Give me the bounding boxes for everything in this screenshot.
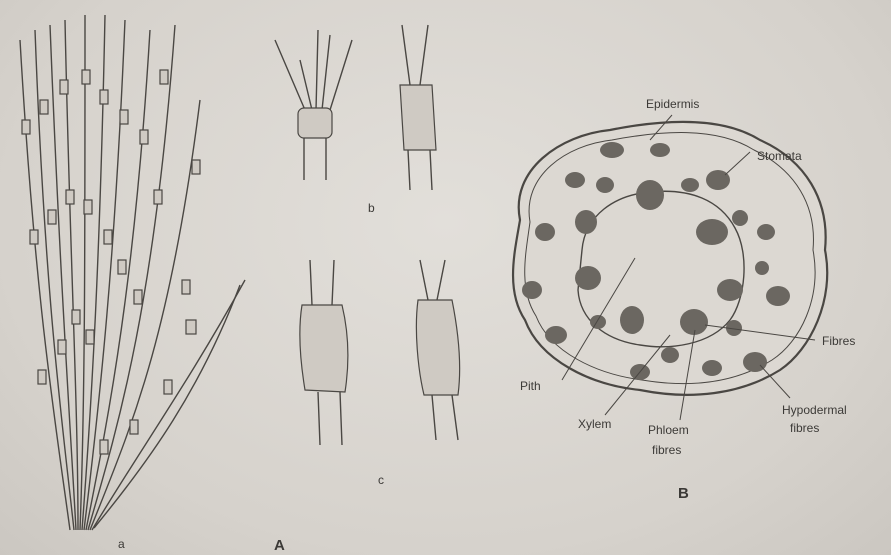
bundle bbox=[717, 279, 743, 301]
node bbox=[100, 90, 108, 104]
sublabel-a: a bbox=[118, 537, 125, 551]
node bbox=[134, 290, 142, 304]
label-pith: Pith bbox=[520, 379, 541, 393]
panel-label-b: B bbox=[678, 485, 689, 502]
node bbox=[38, 370, 46, 384]
node bbox=[48, 210, 56, 224]
label-phloem-1: Phloem bbox=[648, 423, 689, 437]
internode bbox=[310, 260, 334, 305]
node bbox=[58, 340, 66, 354]
bundle bbox=[706, 170, 730, 190]
stem bbox=[92, 280, 245, 530]
node bbox=[164, 380, 172, 394]
bundle bbox=[732, 210, 748, 226]
node bbox=[82, 70, 90, 84]
node bbox=[104, 230, 112, 244]
internode bbox=[420, 260, 445, 300]
bundle bbox=[680, 309, 708, 335]
sublabel-b: b bbox=[368, 201, 375, 215]
bundle bbox=[575, 266, 601, 290]
node bbox=[192, 160, 200, 174]
bundle bbox=[545, 326, 567, 344]
sheath-top-left bbox=[275, 30, 352, 180]
label-xylem: Xylem bbox=[578, 417, 611, 431]
node bbox=[182, 280, 190, 294]
bundle bbox=[600, 142, 624, 158]
sublabel-c: c bbox=[378, 473, 384, 487]
stem-cluster-a bbox=[20, 15, 245, 530]
label-phloem-2: fibres bbox=[652, 443, 681, 457]
node bbox=[66, 190, 74, 204]
stem bbox=[80, 15, 85, 530]
bundle bbox=[755, 261, 769, 275]
panel-label-a: A bbox=[274, 537, 285, 554]
stem bbox=[86, 30, 150, 530]
node bbox=[118, 260, 126, 274]
bundle bbox=[522, 281, 542, 299]
sheath-node bbox=[298, 108, 332, 138]
sheath-teeth bbox=[402, 25, 428, 85]
bundle bbox=[565, 172, 585, 188]
bundle bbox=[596, 177, 614, 193]
internode bbox=[432, 395, 458, 440]
label-fibres: Fibres bbox=[822, 334, 855, 348]
sheath-node bbox=[400, 85, 436, 150]
node bbox=[154, 190, 162, 204]
bundle bbox=[620, 306, 644, 334]
node bbox=[120, 110, 128, 124]
sheath-top-right bbox=[400, 25, 436, 190]
label-stomata: Stomata bbox=[757, 149, 802, 163]
bundle bbox=[661, 347, 679, 363]
node bbox=[40, 100, 48, 114]
bundle bbox=[696, 219, 728, 245]
node bbox=[30, 230, 38, 244]
bundle bbox=[681, 178, 699, 192]
node bbox=[84, 200, 92, 214]
internode bbox=[318, 392, 342, 445]
internode bbox=[304, 138, 326, 180]
bundle bbox=[757, 224, 775, 240]
node bbox=[100, 440, 108, 454]
bundle bbox=[535, 223, 555, 241]
bundle bbox=[766, 286, 790, 306]
node bbox=[60, 80, 68, 94]
sheath-teeth bbox=[275, 30, 352, 110]
label-epidermis: Epidermis bbox=[646, 97, 699, 111]
internode bbox=[408, 150, 432, 190]
label-hypodermal-2: fibres bbox=[790, 421, 819, 435]
node bbox=[186, 320, 196, 334]
bundle bbox=[650, 143, 670, 157]
bundle bbox=[575, 210, 597, 234]
bundle bbox=[702, 360, 722, 376]
node bbox=[72, 310, 80, 324]
swollen-node-right bbox=[416, 260, 459, 440]
bundle bbox=[636, 180, 664, 210]
node-swelling bbox=[416, 300, 459, 395]
label-hypodermal-1: Hypodermal bbox=[782, 403, 847, 417]
node bbox=[160, 70, 168, 84]
bundle bbox=[590, 315, 606, 329]
node bbox=[22, 120, 30, 134]
node bbox=[130, 420, 138, 434]
node-swelling bbox=[300, 305, 348, 392]
node bbox=[86, 330, 94, 344]
swollen-node-left bbox=[300, 260, 348, 445]
node bbox=[140, 130, 148, 144]
